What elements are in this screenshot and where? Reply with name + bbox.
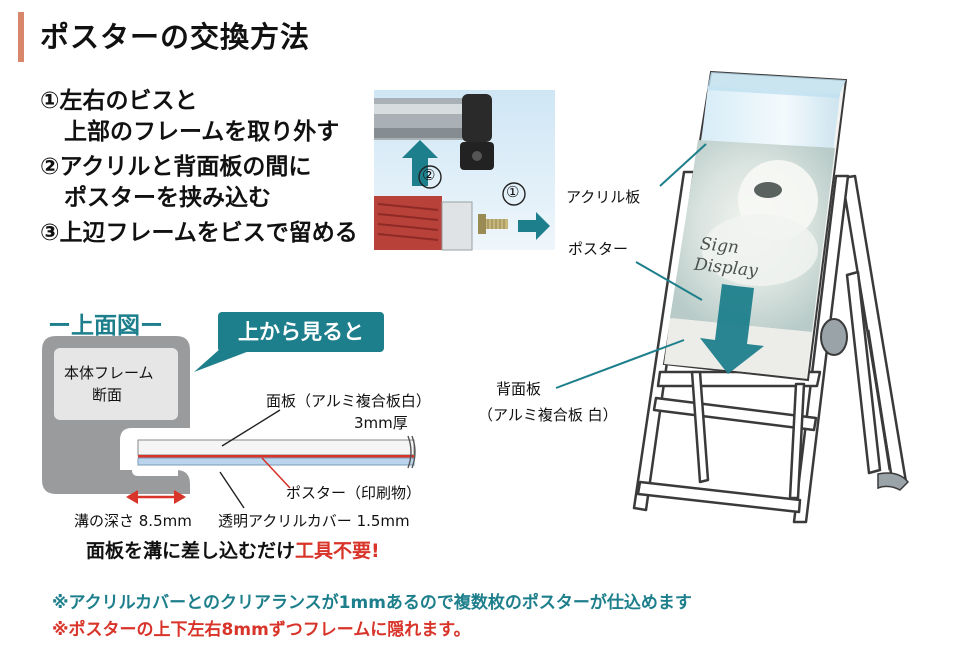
page-title: ポスターの交換方法 [40,20,311,54]
panel-layers [137,435,416,469]
tagline-accent: 工具不要! [295,540,380,562]
cover-leader [219,471,245,509]
panel-label: 面板（アルミ複合板白） [266,392,431,410]
groove-dimension-arrow [126,490,186,504]
backboard-label: 背面板 [496,380,542,398]
step2-line1: ②アクリルと背面板の間に [40,154,312,180]
frame-label-line2: 断面 [92,386,123,404]
tagline-main: 面板を溝に差し込むだけ [86,540,296,562]
photo-step1-number: ① [506,183,520,201]
panel-thickness-label: 3mm厚 [354,414,408,432]
photo-step2-number: ② [422,166,436,184]
step1-line1: ①左右のビスと [40,88,198,114]
step2-circle [418,165,442,189]
title-accent-bar [18,12,24,62]
step3: ③上辺フレームをビスで留める [40,220,358,246]
top-view-callout: 上から見ると [218,312,384,352]
step1-line2: 上部のフレームを取り外す [64,119,340,145]
note-hidden-margin: ※ポスターの上下左右8mmずつフレームに隠れます。 [52,620,471,640]
note-clearance: ※アクリルカバーとのクリアランスが1mmあるので複数枚のポスターが仕込めます [52,593,692,613]
display-panel [662,70,848,382]
groove-depth-label: 溝の深さ 8.5mm [74,512,192,530]
poster-section-leader [261,457,291,489]
down-arrow-icon [700,284,764,374]
step1-circle [502,182,526,206]
hinge [820,318,910,491]
top-view-heading: ー上面図ー [48,313,163,339]
tagline: 面板を溝に差し込むだけ工具不要! [86,536,380,563]
poster-label: ポスター [568,240,629,258]
backboard-leader [555,339,685,389]
poster-section-label: ポスター（印刷物） [286,484,422,502]
step2-line2: ポスターを挟み込む [64,185,271,211]
sign-text-line1: Sign [699,234,740,258]
poster-leader [635,261,703,301]
right-arrow-icon [518,212,550,240]
acrylic-label: アクリル板 [566,188,641,206]
panel-leader [221,409,281,447]
acrylic-cover-label: 透明アクリルカバー 1.5mm [218,512,410,530]
frame-cross-section [42,336,190,494]
frame-label-line1: 本体フレーム [64,364,154,382]
up-arrow-icon [402,140,438,186]
backboard-material-label: （アルミ複合板 白） [478,406,618,424]
frame-photo [374,90,555,251]
acrylic-leader [659,143,707,187]
